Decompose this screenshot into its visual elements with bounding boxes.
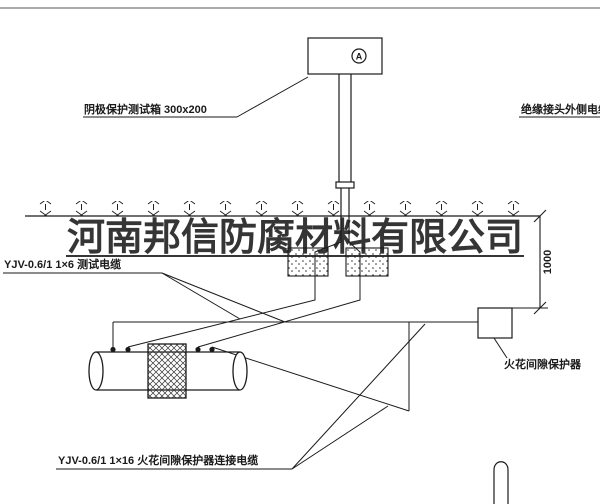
pipe-end-left — [88, 351, 104, 391]
pipe-break-symbol — [493, 461, 509, 504]
spark-cable-leader-1 — [291, 405, 389, 470]
insulating-joint — [147, 343, 187, 399]
spark-cable-annotation — [56, 323, 426, 470]
spark-cable-label: YJV-0.6/1 1×16 火花间隙保护器连接电缆 — [58, 453, 258, 467]
concrete-blocks — [287, 247, 389, 277]
test-cable-leader-1 — [161, 272, 241, 320]
spark-gap-leader — [493, 337, 508, 359]
weld-point — [209, 346, 215, 353]
concrete-block-right — [345, 247, 389, 277]
test-cable-leader-2 — [161, 272, 286, 323]
spark-cable-leader-2 — [291, 323, 426, 470]
cathodic-test-box — [307, 37, 383, 75]
pipe-assembly — [88, 343, 248, 399]
dimension — [512, 209, 548, 315]
weld-point — [125, 346, 131, 353]
dimension-tick-top — [533, 209, 547, 223]
spark-gap-label: 火花间隙保护器 — [504, 357, 582, 371]
ground-line — [25, 201, 540, 217]
concrete-block-left — [287, 247, 329, 277]
weld-point — [110, 346, 116, 353]
conduit-coupling — [335, 181, 355, 189]
test-cable-annotation — [3, 272, 286, 323]
watermark-text: 河南邦信防腐材料有限公司 — [67, 217, 523, 259]
ground-hatch — [28, 201, 533, 216]
test-cables — [127, 241, 361, 348]
pipe-end-right — [232, 351, 248, 391]
ammeter-circle — [351, 48, 367, 64]
test-box-leader — [236, 76, 309, 118]
weld-point — [195, 346, 201, 353]
dimension-value: 1000 — [542, 250, 554, 274]
dimension-tick-bottom — [533, 301, 547, 315]
ammeter-symbol: A — [356, 52, 363, 62]
test-box-annotation — [83, 76, 309, 118]
test-box-label: 阴极保护测试箱 300x200 — [84, 102, 207, 116]
test-cable-label: YJV-0.6/1 1×6 测试电缆 — [4, 257, 121, 271]
spark-gap-protector — [477, 307, 513, 339]
test-box-outline — [307, 37, 383, 75]
insulated-cable-label: 绝缘接头外侧电缆 — [521, 102, 600, 116]
watermark: 河南邦信防腐材料有限公司 — [66, 217, 524, 259]
